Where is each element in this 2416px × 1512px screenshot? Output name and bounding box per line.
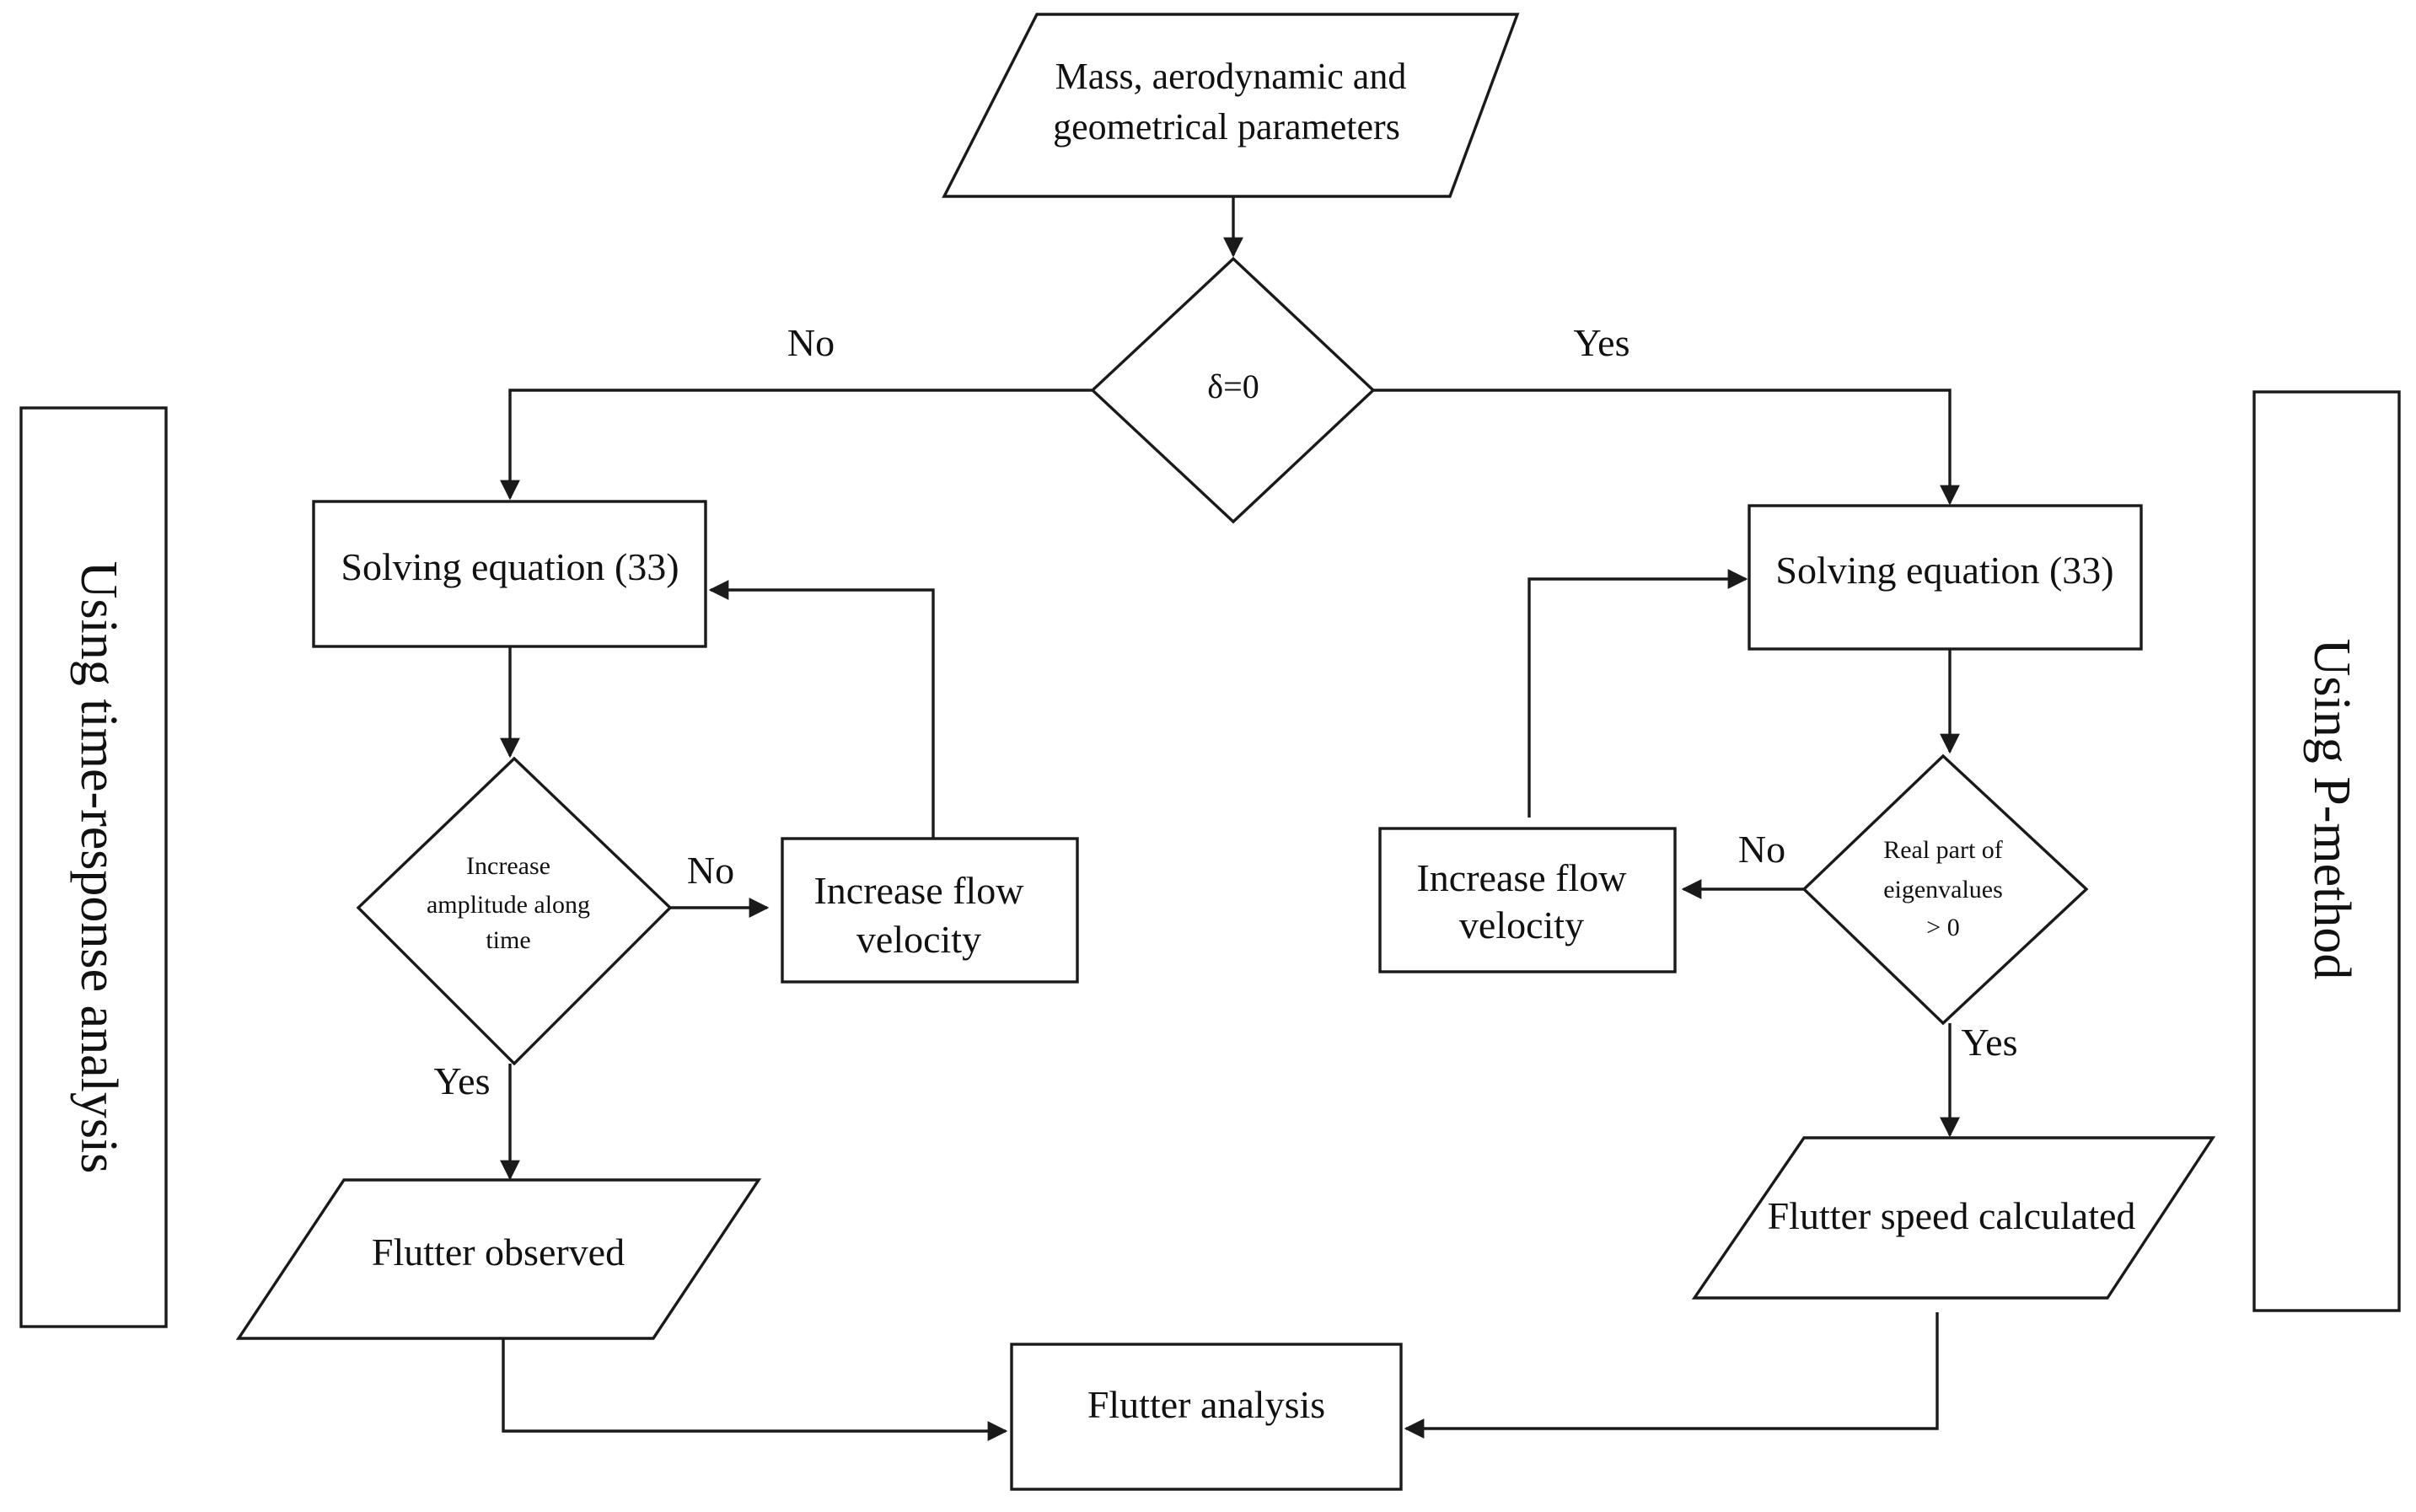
right-method-label-box: Using P-method	[2252, 390, 2401, 1312]
right-increase-line1: Increase flow	[1416, 856, 1627, 899]
right-solve-label: Solving equation (33)	[1775, 549, 2113, 592]
left-method-label-box: Using time-response analysis	[19, 406, 168, 1328]
left-solve-label: Solving equation (33)	[341, 545, 679, 588]
left-method-label: Using time-response analysis	[70, 561, 127, 1174]
left-increase-velocity-node: Increase flow velocity	[781, 837, 1079, 984]
left-solve-node: Solving equation (33)	[312, 500, 707, 648]
left-decision-line3: time	[486, 926, 530, 954]
input-parameters-line1: Mass, aerodynamic and	[1055, 56, 1407, 97]
edge-label-delta-no: No	[787, 321, 835, 364]
connector-speed-to-analysis	[1404, 1312, 1939, 1439]
connector-left-increase-loop	[708, 580, 935, 839]
left-amplitude-decision-node: Increase amplitude along time	[356, 756, 673, 1066]
flutter-speed-node: Flutter speed calculated	[1691, 1136, 2216, 1300]
connector-right-increase-loop	[1527, 569, 1748, 818]
flutter-observed-label: Flutter observed	[372, 1231, 625, 1273]
right-solve-node: Solving equation (33)	[1748, 504, 2143, 651]
right-eigenvalue-decision-node: Real part of eigenvalues > 0	[1801, 753, 2089, 1026]
right-decision-line1: Real part of	[1883, 836, 2003, 864]
connector-delta-no	[500, 389, 1093, 501]
edge-label-right-no: No	[1738, 828, 1785, 871]
right-increase-velocity-node: Increase flow velocity	[1378, 827, 1677, 973]
delta-decision-node: δ=0	[1090, 256, 1376, 524]
input-parameters-node: Mass, aerodynamic and geometrical parame…	[942, 13, 1520, 198]
right-method-label: Using P-method	[2303, 639, 2360, 980]
flutter-observed-node: Flutter observed	[235, 1178, 762, 1340]
flutter-analysis-node: Flutter analysis	[1010, 1343, 1403, 1491]
edge-label-right-yes: Yes	[1962, 1021, 2018, 1064]
connector-observed-to-analysis	[502, 1338, 1008, 1441]
connector-delta-yes	[1373, 389, 1960, 506]
left-decision-line2: amplitude along	[427, 891, 590, 919]
input-parameters-line2: geometrical parameters	[1053, 106, 1400, 147]
flutter-analysis-label: Flutter analysis	[1087, 1383, 1325, 1426]
right-decision-line2: eigenvalues	[1883, 876, 2003, 903]
right-decision-line3: > 0	[1926, 914, 1959, 941]
edge-label-left-no: No	[687, 849, 734, 892]
delta-decision-label: δ=0	[1207, 367, 1259, 405]
edge-labels: No Yes No Yes No Yes	[434, 321, 2018, 1102]
right-increase-line2: velocity	[1459, 903, 1584, 946]
left-increase-line2: velocity	[856, 918, 981, 961]
connectors	[500, 196, 1960, 1441]
edge-label-delta-yes: Yes	[1574, 321, 1630, 364]
left-decision-line1: Increase	[466, 852, 550, 880]
flutter-speed-label: Flutter speed calculated	[1768, 1194, 2136, 1237]
edge-label-left-yes: Yes	[434, 1059, 491, 1102]
left-increase-line1: Increase flow	[813, 869, 1024, 912]
